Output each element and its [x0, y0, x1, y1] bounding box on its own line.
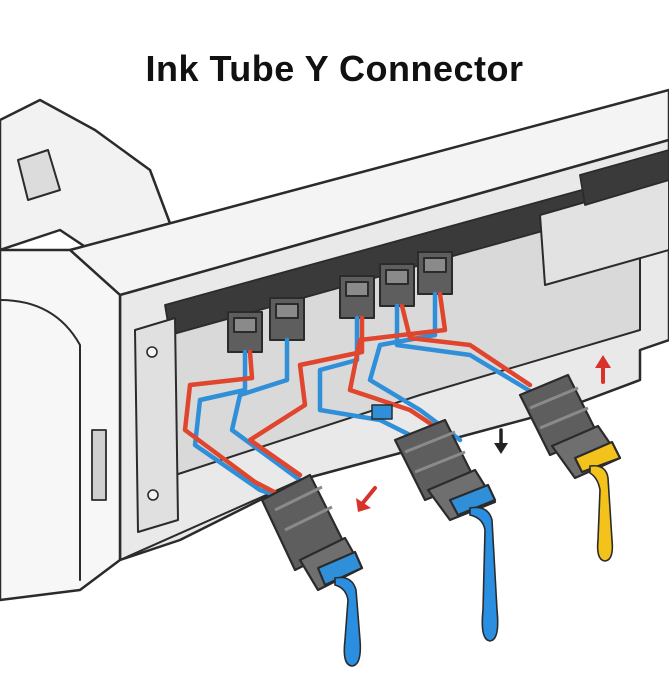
- red-tube: [347, 291, 448, 433]
- connector-block: [379, 263, 415, 307]
- connector-left: [260, 473, 364, 592]
- red-tube: [247, 315, 365, 478]
- ink-drip-blue: [469, 506, 499, 642]
- connector-block: [417, 251, 453, 295]
- direction-arrows: [356, 355, 611, 512]
- arrow-up-icon: [595, 355, 611, 384]
- blue-tube: [229, 337, 303, 483]
- connector-block: [269, 297, 305, 341]
- left-side-vent: [91, 429, 107, 501]
- ink-drip-yellow: [589, 464, 614, 562]
- connector-right: [518, 373, 622, 480]
- connector-block: [227, 311, 263, 353]
- blue-tube: [367, 291, 463, 443]
- arrow-down-icon: [494, 428, 508, 454]
- printer-left-side: [0, 248, 122, 602]
- mounting-plate: [134, 317, 179, 533]
- screw-bottom: [147, 489, 159, 501]
- connector-block: [339, 275, 375, 319]
- connector-middle: [393, 418, 497, 522]
- right-dark-slot: [579, 149, 669, 206]
- ink-drips: [334, 464, 614, 667]
- screw-top: [146, 346, 158, 358]
- ink-drip-blue: [334, 576, 362, 667]
- diagram-title: Ink Tube Y Connector: [145, 48, 524, 89]
- connector-blocks: [227, 251, 453, 353]
- red-tube: [182, 349, 283, 498]
- arrow-down-left-icon: [356, 486, 377, 512]
- ink-tubes: [182, 291, 548, 503]
- red-tube: [399, 303, 533, 388]
- y-junction: [371, 404, 393, 420]
- blue-tube: [192, 349, 293, 503]
- left-side-curve: [0, 299, 81, 581]
- printer-housing: [0, 88, 669, 602]
- handle-slot: [17, 149, 61, 201]
- blue-tube: [394, 303, 548, 403]
